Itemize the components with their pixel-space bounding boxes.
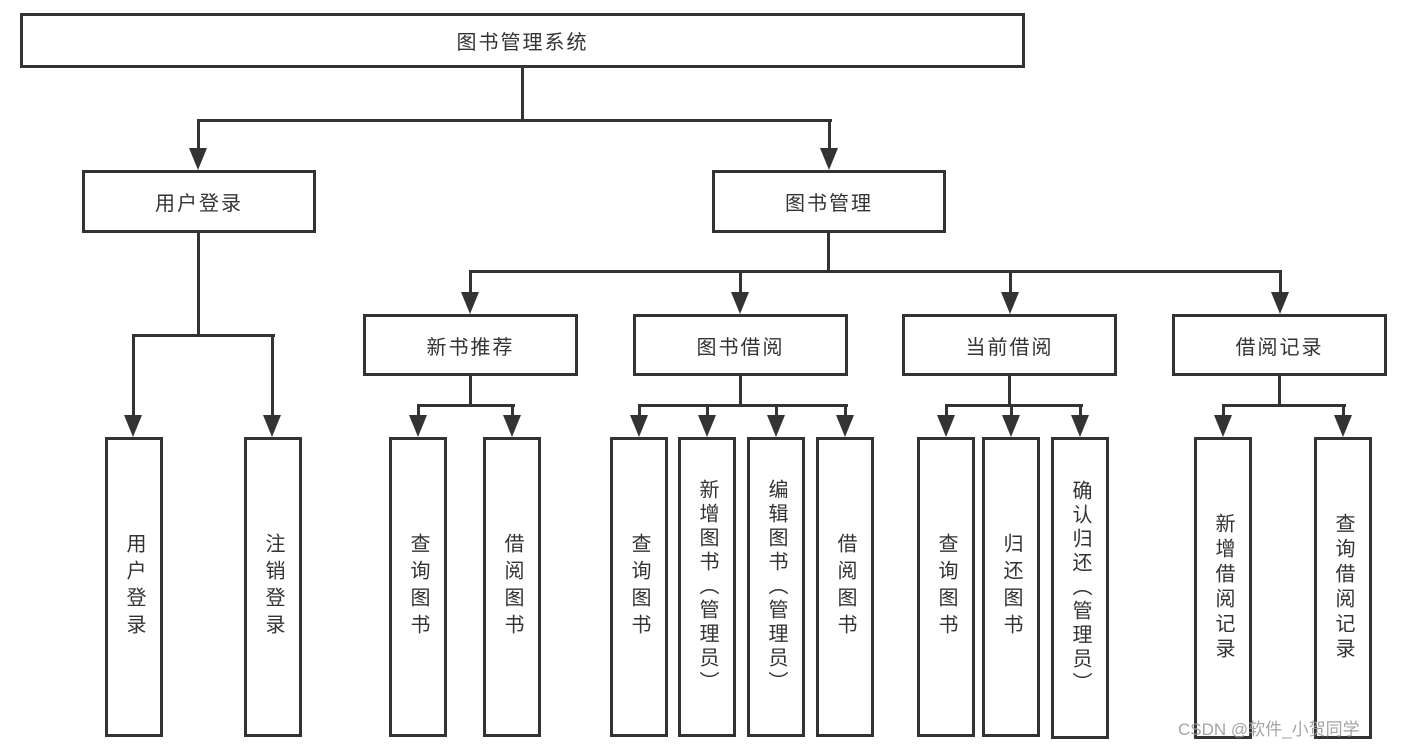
node-label: 新书推荐 (426, 336, 515, 359)
connector-line (469, 270, 1282, 273)
arrowhead-icon (630, 415, 648, 437)
node-label: 借阅图书 (501, 533, 523, 641)
csdn-watermark: CSDN @软件_小贺同学 (1178, 720, 1360, 739)
node-label: 查询图书 (407, 533, 429, 641)
connector-line (638, 404, 848, 407)
node-label: 查询借阅记录 (1332, 513, 1354, 663)
arrowhead-icon (836, 415, 854, 437)
arrowhead-icon (503, 415, 521, 437)
connector-line (417, 404, 420, 417)
connector-line (132, 334, 135, 418)
arrowhead-icon (1001, 292, 1019, 314)
connector-line (1008, 376, 1011, 407)
arrowhead-icon (189, 148, 207, 170)
arrowhead-icon (698, 415, 716, 437)
node-confirm-return-admin: 确认归还（管理员） (1051, 437, 1109, 739)
connector-line (739, 270, 742, 294)
arrowhead-icon (820, 148, 838, 170)
node-label: 新增图书（管理员） (696, 479, 718, 695)
connector-line (417, 404, 515, 407)
connector-line (469, 376, 472, 407)
node-logout: 注销登录 (244, 437, 302, 737)
arrowhead-icon (1334, 415, 1352, 437)
connector-line (271, 334, 274, 418)
arrowhead-icon (409, 415, 427, 437)
arrowhead-icon (1214, 415, 1232, 437)
node-borrow-books-recommend: 借阅图书 (483, 437, 541, 737)
node-query-books-current: 查询图书 (917, 437, 975, 737)
connector-line (1342, 404, 1345, 417)
node-return-books: 归还图书 (982, 437, 1040, 737)
arrowhead-icon (1002, 415, 1020, 437)
arrowhead-icon (263, 415, 281, 437)
connector-line (511, 404, 514, 417)
connector-line (638, 404, 641, 417)
arrowhead-icon (1271, 292, 1289, 314)
arrowhead-icon (767, 415, 785, 437)
node-borrow-books-borrow: 借阅图书 (816, 437, 874, 737)
node-add-borrow-record: 新增借阅记录 (1194, 437, 1252, 739)
node-label: 归还图书 (1000, 533, 1022, 641)
node-query-books-borrow: 查询图书 (610, 437, 668, 737)
node-user-login: 用户登录 (82, 170, 316, 233)
arrowhead-icon (937, 415, 955, 437)
connector-line (1278, 376, 1281, 407)
node-label: 图书管理系统 (456, 32, 589, 54)
node-borrow-records: 借阅记录 (1172, 314, 1387, 376)
node-library-management-system: 图书管理系统 (20, 13, 1025, 68)
node-label: 编辑图书（管理员） (765, 479, 787, 695)
connector-line (739, 376, 742, 407)
node-add-books-admin: 新增图书（管理员） (678, 437, 736, 737)
connector-line (828, 119, 831, 151)
connector-line (827, 233, 830, 273)
node-label: 用户登录 (155, 193, 243, 215)
connector-line (469, 270, 472, 294)
node-label: 借阅图书 (834, 533, 856, 641)
connector-line (1079, 404, 1082, 417)
connector-line (197, 119, 832, 122)
node-edit-books-admin: 编辑图书（管理员） (747, 437, 805, 737)
connector-line (197, 233, 200, 337)
node-current-borrow: 当前借阅 (902, 314, 1117, 376)
node-label: 查询图书 (628, 533, 650, 641)
arrowhead-icon (461, 292, 479, 314)
connector-line (1279, 270, 1282, 294)
node-new-book-recommend: 新书推荐 (363, 314, 578, 376)
connector-line (945, 404, 1083, 407)
node-query-books-recommend: 查询图书 (389, 437, 447, 737)
node-book-borrow: 图书借阅 (633, 314, 848, 376)
arrowhead-icon (731, 292, 749, 314)
connector-line (1222, 404, 1225, 417)
connector-line (1009, 270, 1012, 294)
node-label: 确认归还（管理员） (1069, 480, 1091, 696)
arrowhead-icon (124, 415, 142, 437)
connector-line (706, 404, 709, 417)
node-user-login-leaf: 用户登录 (105, 437, 163, 737)
node-label: 当前借阅 (965, 336, 1054, 359)
node-label: 查询图书 (935, 533, 957, 641)
connector-line (945, 404, 948, 417)
arrowhead-icon (1071, 415, 1089, 437)
node-label: 用户登录 (123, 533, 145, 641)
connector-line (775, 404, 778, 417)
node-book-management: 图书管理 (712, 170, 946, 233)
connector-line (132, 334, 275, 337)
connector-line (197, 119, 200, 151)
node-label: 借阅记录 (1235, 336, 1324, 359)
node-label: 新增借阅记录 (1212, 513, 1234, 663)
node-label: 图书借阅 (696, 336, 785, 359)
node-query-borrow-record: 查询借阅记录 (1314, 437, 1372, 739)
node-label: 图书管理 (785, 193, 873, 215)
connector-line (1222, 404, 1346, 407)
connector-line (1010, 404, 1013, 417)
connector-line (521, 68, 524, 121)
connector-line (844, 404, 847, 417)
node-label: 注销登录 (262, 533, 284, 641)
